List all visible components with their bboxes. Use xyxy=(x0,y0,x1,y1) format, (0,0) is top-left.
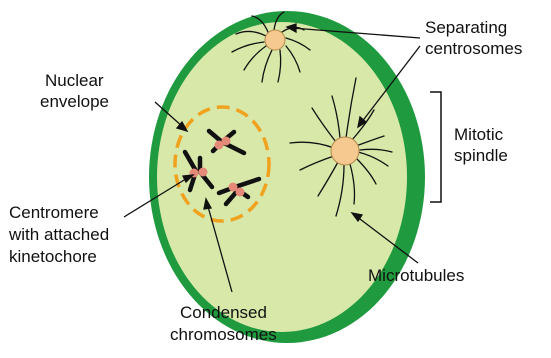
label-separating: Separating xyxy=(425,18,507,37)
label-envelope: envelope xyxy=(40,92,109,111)
kinetochore xyxy=(222,137,231,146)
kinetochore xyxy=(236,188,245,197)
label-nuclear: Nuclear xyxy=(45,71,104,90)
label-kinetochore: kinetochore xyxy=(9,247,97,266)
kinetochore xyxy=(199,168,208,177)
centrosome-right xyxy=(331,137,359,165)
label-mitotic: Mitotic xyxy=(454,125,504,144)
centrosome-top xyxy=(265,30,285,50)
label-condensed: Condensed xyxy=(180,303,267,322)
label-microtubules: Microtubules xyxy=(368,266,464,285)
mitotic-spindle-bracket xyxy=(430,92,441,202)
label-spindle: spindle xyxy=(454,146,508,165)
label-centromere: Centromere xyxy=(9,203,99,222)
label-chromosomes: chromosomes xyxy=(170,325,277,344)
label-with-attached: with attached xyxy=(8,225,109,244)
label-centrosomes: centrosomes xyxy=(425,39,522,58)
